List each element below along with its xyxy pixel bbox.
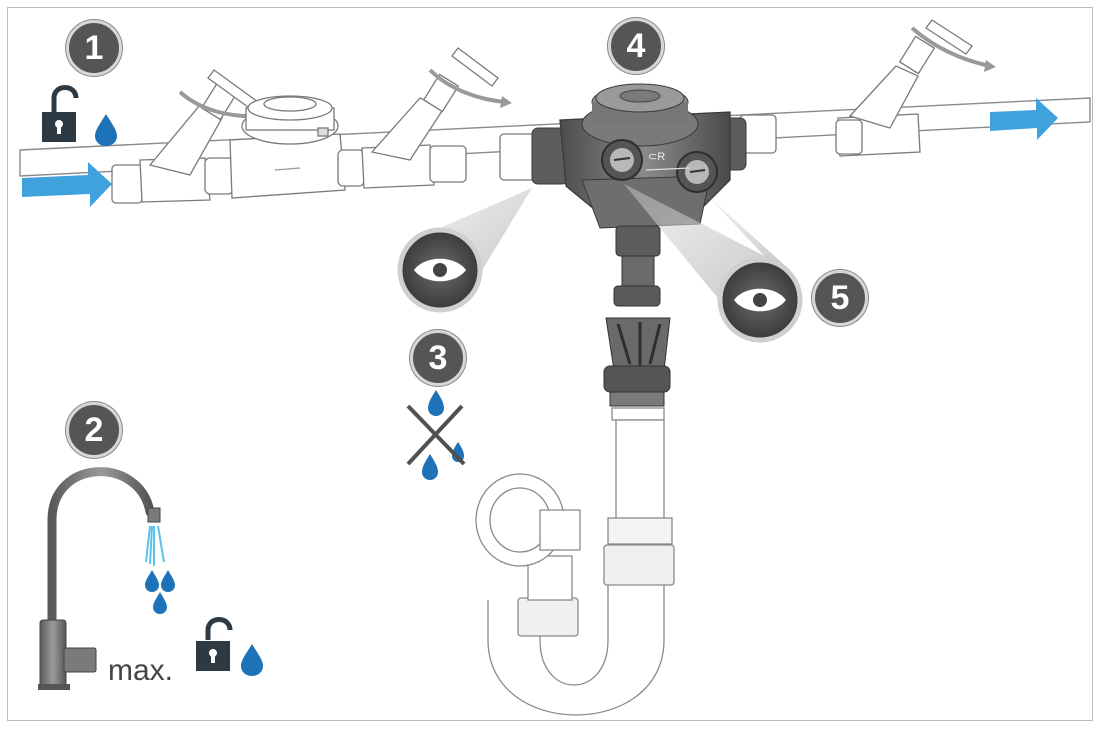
- outlet-pressure-gauge: [676, 151, 718, 193]
- unlock-icon: [42, 85, 79, 142]
- outlet-valve: [739, 19, 996, 157]
- step-4-badge: 4: [608, 18, 664, 74]
- svg-text:⊂R: ⊂R: [648, 151, 665, 163]
- eye-icon: [397, 227, 483, 313]
- eye-icon: [717, 257, 803, 343]
- inlet-valve: [111, 69, 268, 204]
- step-3-badge: 3: [410, 330, 466, 386]
- water-spray: [145, 525, 165, 566]
- step-5-badge: 5: [812, 270, 868, 326]
- water-drop-icon: [95, 114, 117, 146]
- no-water-icon: [406, 390, 466, 480]
- step-2-badge: 2: [66, 402, 122, 458]
- water-drop-icon: [145, 570, 175, 614]
- backwash-filter: ⊂R: [499, 83, 747, 407]
- water-drop-icon: [241, 644, 263, 676]
- inlet-flow-arrow-icon: [22, 162, 112, 207]
- faucet-max-label: max.: [108, 654, 174, 687]
- water-meter: [204, 95, 365, 199]
- stop-valve: [361, 47, 512, 189]
- step-1-badge: 1: [66, 20, 122, 76]
- diagram-frame: [7, 7, 1093, 721]
- unlock-icon: [196, 617, 233, 671]
- outlet-flow-arrow-icon: [990, 98, 1058, 140]
- drain-siphon: [475, 407, 675, 716]
- faucet: [38, 467, 161, 690]
- inlet-pressure-gauge: [601, 139, 643, 181]
